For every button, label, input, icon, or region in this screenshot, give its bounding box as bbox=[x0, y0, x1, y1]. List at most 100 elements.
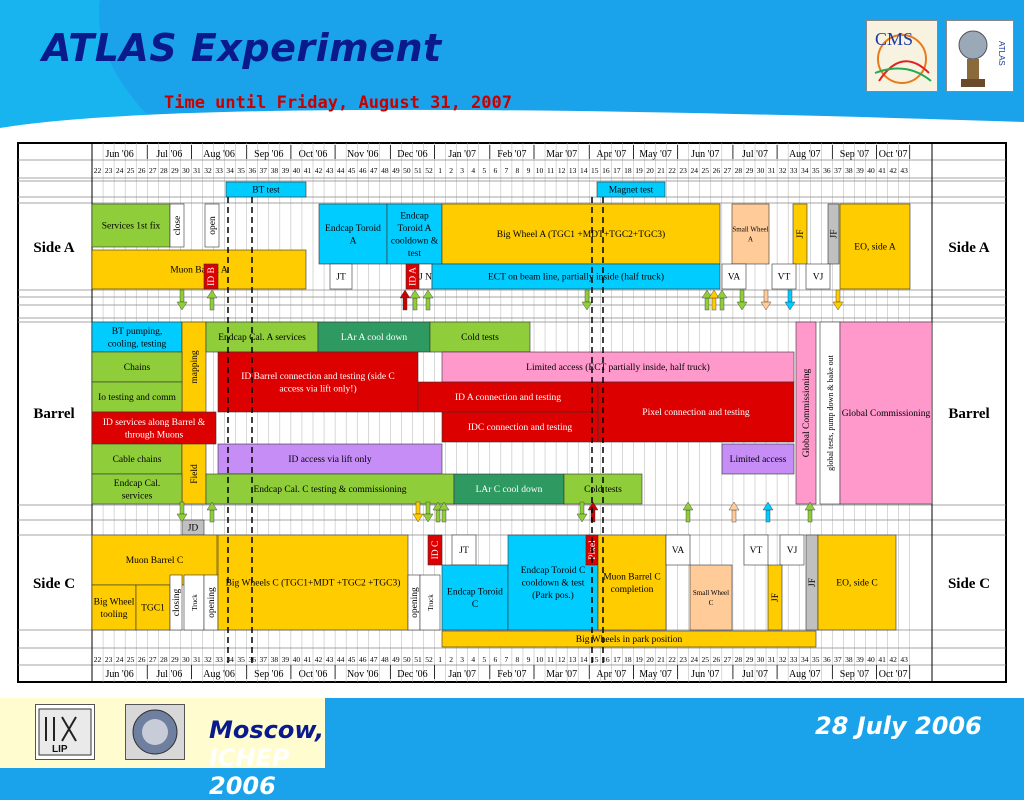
milestone-arrow bbox=[763, 289, 769, 303]
milestone-arrow-head bbox=[784, 301, 796, 311]
milestone-arrow-head bbox=[438, 501, 450, 511]
task-label-ect-beam-line: ECT on beam line, partially inside (half… bbox=[488, 272, 664, 283]
week-number-bottom: 14 bbox=[580, 655, 588, 664]
week-number-top: 21 bbox=[657, 166, 665, 175]
month-label-top: Sep '07 bbox=[840, 149, 869, 160]
page-title: ATLAS Experiment bbox=[42, 26, 442, 70]
week-number-top: 44 bbox=[337, 166, 345, 175]
task-bar-endcap-toroid-c bbox=[441, 564, 509, 631]
task-label-vt-a: VT bbox=[778, 273, 791, 283]
task-label-global-commissioning: Global Commissioning bbox=[842, 409, 931, 419]
milestone-arrow-head bbox=[422, 513, 434, 523]
week-number-top: 39 bbox=[856, 166, 864, 175]
task-bar-endcap-toroid-c-cooldown bbox=[507, 534, 599, 631]
week-number-top: 4 bbox=[471, 166, 475, 175]
task-bar-cold-tests-1 bbox=[429, 321, 531, 353]
milestone-arrow bbox=[209, 509, 215, 523]
week-number-top: 1 bbox=[438, 166, 442, 175]
month-label-bottom: Oct '07 bbox=[879, 669, 908, 680]
month-label-top: Mar '07 bbox=[546, 149, 577, 160]
month-label-top: Oct '07 bbox=[879, 149, 908, 160]
week-number-bottom: 35 bbox=[237, 655, 245, 664]
side-c-label-right: Side C bbox=[948, 576, 990, 592]
week-number-top: 31 bbox=[193, 166, 201, 175]
task-label-eo-side-a: EO, side A bbox=[854, 243, 896, 253]
task-label-jd: JD bbox=[188, 524, 199, 534]
month-label-top: Nov '06 bbox=[347, 149, 379, 160]
task-label-opening-c1: opening bbox=[207, 587, 217, 618]
week-number-bottom: 21 bbox=[657, 655, 665, 664]
month-label-bottom: Aug '07 bbox=[789, 669, 821, 680]
week-number-top: 41 bbox=[304, 166, 312, 175]
task-label-opening-c2: opening bbox=[410, 587, 420, 618]
week-number-top: 30 bbox=[182, 166, 190, 175]
week-number-bottom: 28 bbox=[735, 655, 743, 664]
task-bar-close-a bbox=[169, 203, 185, 248]
task-bar-id-barrel-connection bbox=[217, 351, 419, 413]
task-label-va-a: VA bbox=[728, 273, 741, 283]
week-number-top: 50 bbox=[403, 166, 411, 175]
week-number-bottom: 22 bbox=[94, 655, 102, 664]
week-number-top: 24 bbox=[116, 166, 124, 175]
week-number-bottom: 18 bbox=[624, 655, 632, 664]
week-number-bottom: 25 bbox=[702, 655, 710, 664]
month-label-bottom: Mar '07 bbox=[546, 669, 577, 680]
month-label-top: Dec '06 bbox=[397, 149, 427, 160]
week-number-top: 51 bbox=[414, 166, 422, 175]
task-label-bt-pumping: BT pumping,cooling, testing bbox=[108, 327, 167, 350]
milestone-arrow bbox=[739, 289, 745, 303]
task-label-id-a-connection: ID A connection and testing bbox=[455, 393, 561, 403]
footer-location: Moscow, bbox=[209, 716, 325, 744]
task-bar-big-wheel-tooling bbox=[91, 584, 137, 631]
week-number-top: 10 bbox=[536, 166, 544, 175]
week-number-top: 2 bbox=[449, 166, 453, 175]
week-number-bottom: 28 bbox=[160, 655, 168, 664]
week-number-bottom: 46 bbox=[359, 655, 367, 664]
week-number-bottom: 52 bbox=[425, 655, 433, 664]
milestone-arrow bbox=[179, 289, 185, 303]
week-number-bottom: 23 bbox=[679, 655, 687, 664]
footer-conference: Moscow, ICHEP 2006 bbox=[209, 716, 325, 800]
week-number-bottom: 51 bbox=[414, 655, 422, 664]
week-number-bottom: 32 bbox=[779, 655, 787, 664]
task-bar-global-commissioning-v bbox=[795, 321, 817, 505]
task-label-id-a: ID A bbox=[409, 267, 419, 286]
week-number-bottom: 13 bbox=[569, 655, 577, 664]
week-number-top: 34 bbox=[226, 166, 234, 175]
week-number-bottom: 41 bbox=[304, 655, 312, 664]
task-bar-idc-connection bbox=[441, 411, 599, 443]
task-label-truck-c2: Truck bbox=[427, 594, 435, 611]
milestone-arrow-head bbox=[832, 301, 844, 311]
footer-date: 28 July 2006 bbox=[815, 712, 982, 740]
week-number-top: 9 bbox=[527, 166, 531, 175]
milestone-arrow-head bbox=[701, 289, 713, 299]
task-bar-services-1st-fix bbox=[91, 203, 171, 248]
week-number-bottom: 11 bbox=[547, 655, 554, 664]
week-number-top: 24 bbox=[690, 166, 698, 175]
task-label-open-a: open bbox=[208, 216, 218, 235]
task-bar-mapping bbox=[181, 321, 207, 413]
week-number-top: 28 bbox=[735, 166, 743, 175]
week-number-bottom: 42 bbox=[889, 655, 897, 664]
seal-logo bbox=[125, 704, 185, 760]
week-number-top: 7 bbox=[505, 166, 509, 175]
task-label-vt-c: VT bbox=[750, 546, 763, 556]
week-number-top: 5 bbox=[482, 166, 486, 175]
week-number-top: 20 bbox=[646, 166, 654, 175]
week-number-top: 33 bbox=[790, 166, 798, 175]
milestone-arrow bbox=[787, 289, 793, 303]
week-number-bottom: 29 bbox=[171, 655, 179, 664]
task-label-tgc1: TGC1 bbox=[141, 604, 165, 614]
task-label-jf-a2: JF bbox=[830, 230, 840, 239]
week-number-bottom: 43 bbox=[900, 655, 908, 664]
task-label-cable-chains: Cable chains bbox=[113, 455, 162, 465]
week-number-bottom: 43 bbox=[326, 655, 334, 664]
week-number-bottom: 23 bbox=[105, 655, 113, 664]
atlas-logo: ATLAS bbox=[946, 20, 1014, 92]
footer-logo-area: LIP Moscow, ICHEP 2006 bbox=[0, 698, 325, 800]
week-number-top: 42 bbox=[889, 166, 897, 175]
task-label-limited-access-ect: Limited access (ECT partially inside, ha… bbox=[526, 362, 710, 373]
week-number-bottom: 34 bbox=[226, 655, 234, 664]
task-bar-id-c bbox=[427, 534, 443, 566]
